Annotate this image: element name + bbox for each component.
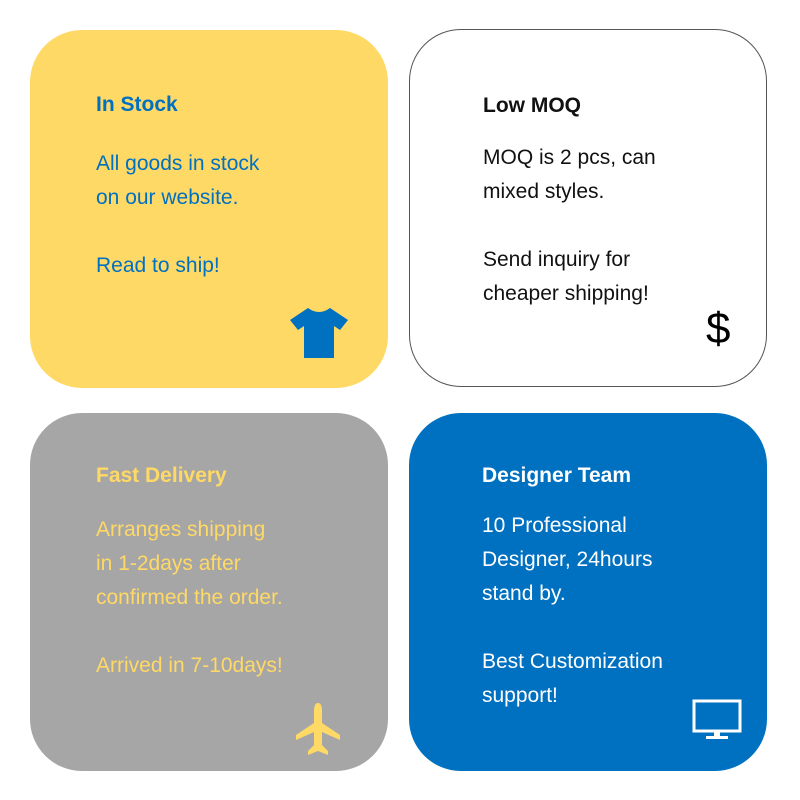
dollar-icon: $ [706,304,731,353]
card-designer-team: Designer Team 10 Professional Designer, … [409,413,767,771]
card-title: Low MOQ [483,94,581,117]
card-body: 10 Professional Designer, 24hours stand … [482,514,663,707]
card-body: All goods in stock on our website. Read … [96,152,260,277]
monitor-icon [692,699,742,739]
card-title: In Stock [96,93,178,116]
tshirt-icon [290,308,348,358]
card-title: Fast Delivery [96,464,227,487]
card-low-moq: Low MOQ MOQ is 2 pcs, can mixed styles. … [409,29,767,387]
card-body: Arranges shipping in 1-2days after confi… [96,518,283,677]
card-in-stock: In Stock All goods in stock on our websi… [30,30,388,388]
card-title: Designer Team [482,464,631,487]
card-body: MOQ is 2 pcs, can mixed styles. Send inq… [483,146,656,305]
airplane-icon [296,703,340,755]
card-fast-delivery: Fast Delivery Arranges shipping in 1-2da… [30,413,388,771]
